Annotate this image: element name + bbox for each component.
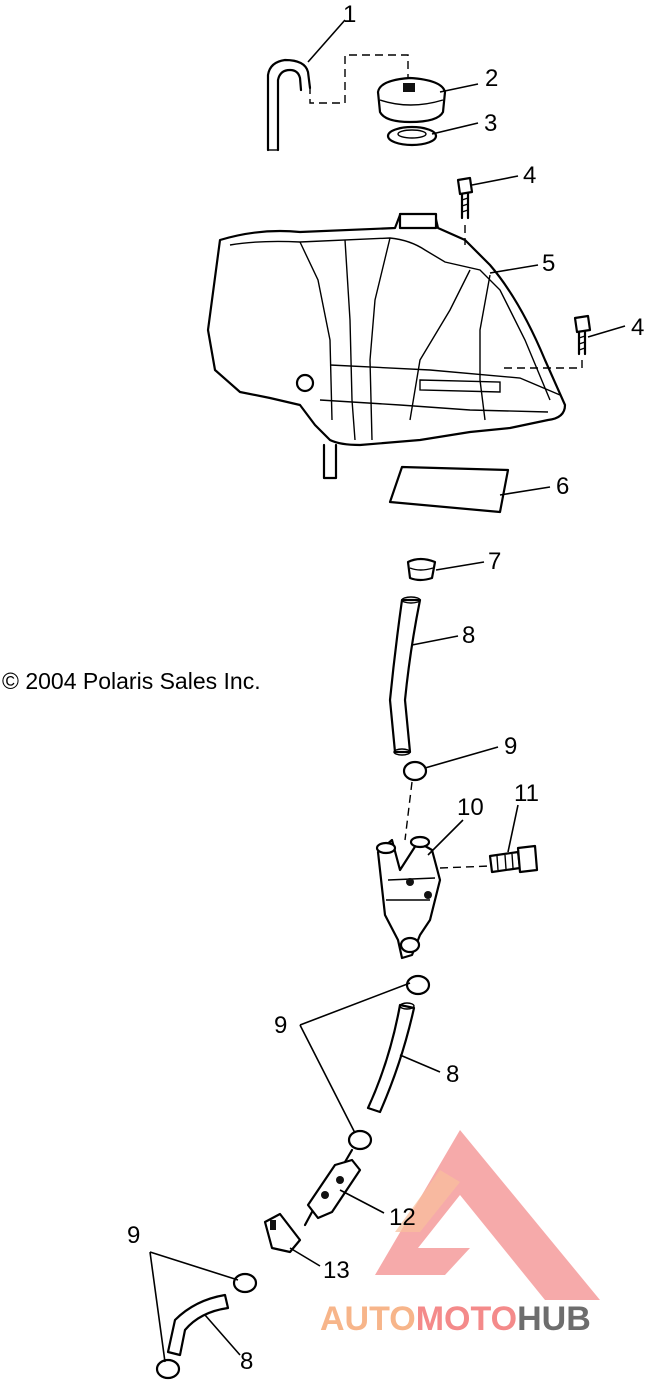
callout-2: 2 — [485, 65, 498, 92]
callout-9-upper: 9 — [504, 733, 517, 760]
copyright-notice: © 2004 Polaris Sales Inc. — [2, 668, 261, 694]
callout-7: 7 — [488, 548, 501, 575]
callout-13: 13 — [323, 1257, 350, 1284]
callout-4-right: 4 — [631, 314, 644, 341]
bolt-right — [500, 314, 592, 369]
watermark-logo-mark — [375, 1130, 600, 1300]
hose-clamp-9-lower-bottom — [155, 1358, 181, 1380]
callout-8-middle: 8 — [446, 1061, 459, 1088]
callout-11: 11 — [514, 780, 539, 807]
callout-8-upper: 8 — [462, 622, 475, 649]
fuel-hose-lower — [166, 1293, 230, 1357]
hose-clamp-9-upper — [402, 760, 428, 841]
filter-clamp — [263, 1212, 302, 1254]
callout-1: 1 — [343, 1, 356, 28]
fuel-cap — [376, 76, 447, 124]
callout-9-lower: 9 — [127, 1222, 140, 1249]
callout-3: 3 — [484, 110, 497, 137]
vent-hose — [266, 54, 409, 152]
fuel-filter — [303, 1148, 362, 1227]
watermark-hub: HUB — [517, 1300, 591, 1338]
hose-clamp-9-lower-top — [232, 1272, 258, 1294]
fuel-valve — [375, 835, 491, 960]
valve-screw — [488, 844, 539, 874]
callout-5: 5 — [542, 250, 555, 277]
hose-clamp-9-mid-top — [405, 974, 431, 996]
watermark-auto: AUTO — [320, 1300, 416, 1338]
hose-clamp-9-mid-bottom — [347, 1129, 373, 1151]
callout-12: 12 — [389, 1204, 416, 1231]
callout-9-middle: 9 — [274, 1012, 287, 1039]
fuel-hose-middle — [366, 1002, 416, 1114]
callout-10: 10 — [457, 794, 484, 821]
fuel-hose-upper — [388, 596, 422, 756]
watermark-moto: MOTO — [415, 1300, 518, 1338]
tank-decal — [388, 465, 510, 514]
hose-clamp-top — [406, 557, 437, 582]
callout-6: 6 — [556, 473, 569, 500]
callout-4-top: 4 — [523, 162, 536, 189]
watermark-wordmark: AUTOMOTOHUB — [320, 1300, 591, 1339]
callout-8-lower: 8 — [240, 1348, 253, 1375]
fuel-tank — [206, 212, 567, 480]
bolt-top — [456, 176, 474, 245]
cap-gasket — [386, 125, 438, 147]
leader-lines — [149, 19, 626, 1363]
